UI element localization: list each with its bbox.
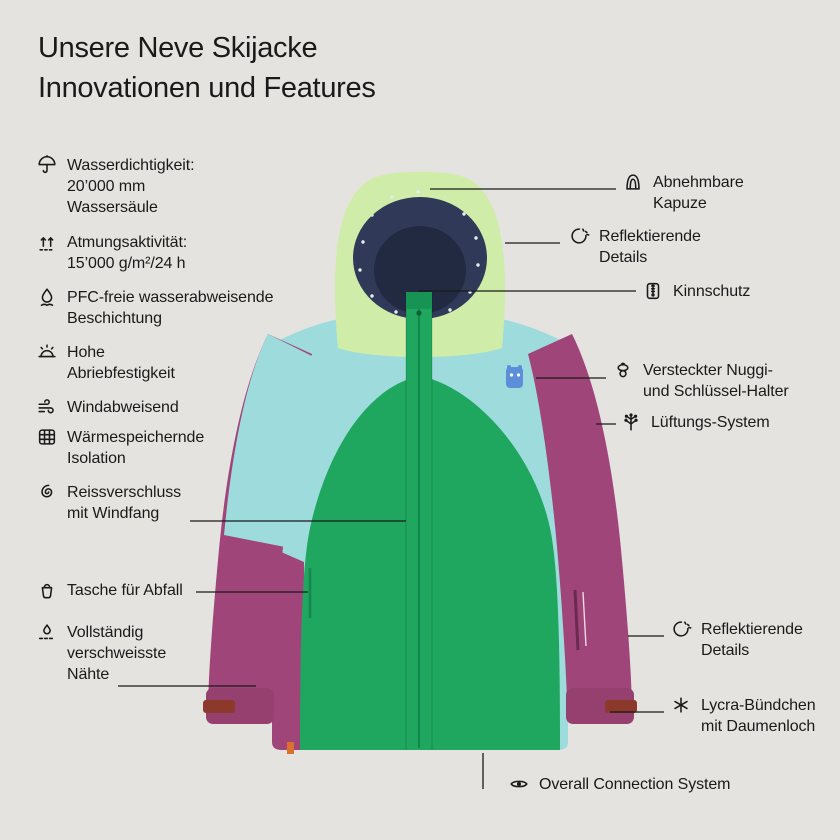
- feature-label: Reflektierende Details: [701, 621, 803, 660]
- feature-welded-seams: Vollständig verschweisste Nähte: [36, 622, 166, 685]
- feature-overall-connection-system: Overall Connection System: [508, 774, 730, 795]
- zipper-placket: [405, 292, 433, 750]
- page-title: Unsere Neve Skijacke Innovationen und Fe…: [38, 32, 376, 105]
- right-sleeve-zipper: [573, 589, 580, 651]
- feature-waterproofness: Wasserdichtigkeit: 20’000 mm Wassersäule: [36, 154, 195, 218]
- jacket-lower-left-panel: [272, 548, 304, 750]
- hem-label: [287, 742, 294, 754]
- feature-label: Hohe Abriebfestigkeit: [67, 344, 175, 383]
- brand-logo: [506, 365, 523, 388]
- hood-lining: [349, 190, 491, 323]
- connector-lines: [118, 188, 664, 789]
- feature-label: Reflektierende Details: [599, 228, 701, 267]
- feature-label: Abnehmbare Kapuze: [653, 174, 744, 213]
- feature-detachable-hood: Abnehmbare Kapuze: [622, 172, 744, 214]
- feature-breathability: Atmungsaktivität: 15’000 g/m²/24 h: [36, 232, 187, 274]
- zipper-pull: [416, 310, 422, 316]
- feature-label: Lüftungs-System: [651, 414, 770, 431]
- feature-reflective-details-bottom: Reflektierende Details: [670, 619, 803, 661]
- hood-icon: [622, 171, 644, 193]
- feature-insulation: Wärmespeichernde Isolation: [36, 427, 204, 469]
- cuff-icon: [670, 694, 692, 716]
- chin-guard: [406, 292, 432, 309]
- feature-label: Reissverschluss mit Windfang: [67, 484, 182, 523]
- feature-chin-guard: Kinnschutz: [642, 281, 750, 302]
- feature-label: Tasche für Abfall: [67, 582, 183, 599]
- feature-lycra-cuffs: Lycra-Bündchen mit Daumenloch: [670, 695, 816, 737]
- feature-label: Overall Connection System: [539, 776, 731, 793]
- pacifier-icon: [612, 359, 634, 381]
- left-cuff-tab: [203, 700, 235, 713]
- feature-label: Lycra-Bündchen mit Daumenloch: [701, 697, 816, 736]
- right-sleeve-reflective-strip: [582, 591, 587, 647]
- feature-label: Wasserdichtigkeit: 20’000 mm Wassersäule: [67, 157, 195, 217]
- feature-reflective-details-top: Reflektierende Details: [568, 226, 701, 268]
- abrasion-icon: [36, 341, 58, 363]
- feature-waste-pocket: Tasche für Abfall: [36, 580, 183, 601]
- ventilation-icon: [620, 411, 642, 433]
- zipper-windflap-icon: [36, 481, 58, 503]
- left-cuff: [206, 688, 274, 724]
- chin-guard-icon: [642, 280, 664, 302]
- feature-abrasion-resistance: Hohe Abriebfestigkeit: [36, 342, 175, 384]
- right-cuff-tab: [605, 700, 637, 713]
- reflective-icon: [670, 618, 692, 640]
- insulation-icon: [36, 426, 58, 448]
- breathability-icon: [36, 231, 58, 253]
- umbrella-icon: [36, 154, 58, 176]
- feature-label: Windabweisend: [67, 399, 179, 416]
- feature-pfc-free-coating: PFC-freie wasserabweisende Beschichtung: [36, 287, 273, 329]
- left-sleeve-upper: [224, 334, 312, 548]
- right-cuff: [566, 688, 634, 724]
- feature-label: Versteckter Nuggi- und Schlüssel-Halter: [643, 362, 789, 401]
- jacket: [203, 171, 637, 754]
- waste-pocket-icon: [36, 579, 58, 601]
- reflective-icon: [568, 225, 590, 247]
- feature-windproof: Windabweisend: [36, 397, 179, 418]
- feature-label: Atmungsaktivität: 15’000 g/m²/24 h: [67, 234, 188, 273]
- feature-label: PFC-freie wasserabweisende Beschichtung: [67, 289, 274, 328]
- feature-zipper-windflap: Reissverschluss mit Windfang: [36, 482, 181, 524]
- welded-seams-icon: [36, 621, 58, 643]
- hood-opening: [374, 226, 466, 314]
- feature-ventilation-system: Lüftungs-System: [620, 412, 770, 433]
- feature-label: Kinnschutz: [673, 283, 751, 300]
- connection-icon: [508, 773, 530, 795]
- wind-icon: [36, 396, 58, 418]
- feature-label: Vollständig verschweisste Nähte: [67, 624, 167, 684]
- droplet-icon: [36, 286, 58, 308]
- feature-label: Wärmespeichernde Isolation: [67, 429, 205, 468]
- right-sleeve: [528, 334, 632, 722]
- feature-pacifier-key-holder: Versteckter Nuggi- und Schlüssel-Halter: [612, 360, 789, 402]
